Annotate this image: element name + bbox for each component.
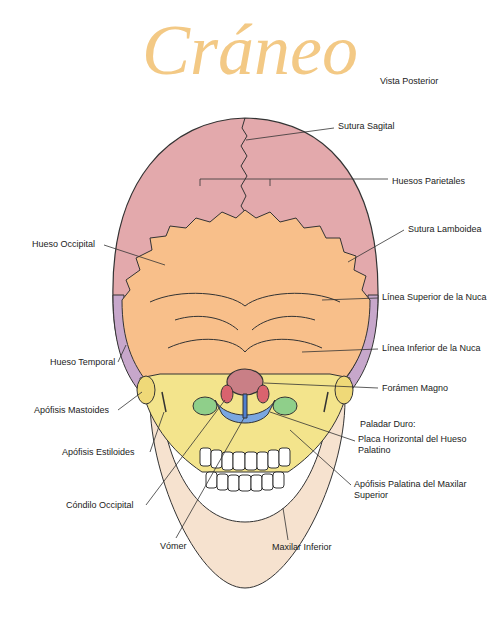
vomer	[243, 394, 247, 418]
part-label: Apófisis Estiloides	[62, 447, 135, 458]
occipital-condyle	[221, 385, 233, 403]
teeth	[200, 448, 290, 491]
part-label: Vómer	[160, 541, 187, 552]
part-label: Línea Inferior de la Nuca	[382, 343, 481, 354]
part-label: Maxilar Inferior	[272, 542, 332, 553]
page-title: Cráneo	[142, 10, 358, 90]
part-label: Cóndilo Occipital	[66, 500, 134, 511]
part-label: Hueso Occipital	[32, 239, 95, 250]
inferior-nuchal-line	[168, 339, 322, 352]
part-label: Hueso Temporal	[50, 357, 115, 368]
occipital-bone	[122, 210, 370, 386]
part-label: Apófisis Mastoides	[34, 405, 109, 416]
part-label: Forámen Magno	[382, 383, 448, 394]
part-label: Línea Superior de la Nuca	[382, 292, 487, 303]
occipital-relief	[175, 316, 315, 330]
part-label: Apófisis Palatina del Maxilar Superior	[354, 479, 488, 501]
mastoid-process	[137, 376, 155, 404]
parietal-bone	[113, 118, 378, 390]
leader-lines	[104, 128, 404, 540]
superior-nuchal-line	[150, 293, 340, 306]
sagittal-suture	[241, 118, 247, 212]
pterygoid-area	[193, 397, 217, 415]
part-label: Sutura Lamboidea	[408, 224, 482, 235]
part-label: Sutura Sagital	[338, 121, 395, 132]
view-label: Vista Posterior	[380, 76, 438, 87]
part-label: Placa Horizontal del Hueso Palatino	[358, 434, 488, 456]
part-label: Huesos Parietales	[392, 176, 465, 187]
part-label: Paladar Duro:	[360, 419, 416, 430]
mastoid-process	[335, 376, 353, 404]
pterygoid-area	[273, 397, 297, 415]
occipital-condyle	[257, 385, 269, 403]
